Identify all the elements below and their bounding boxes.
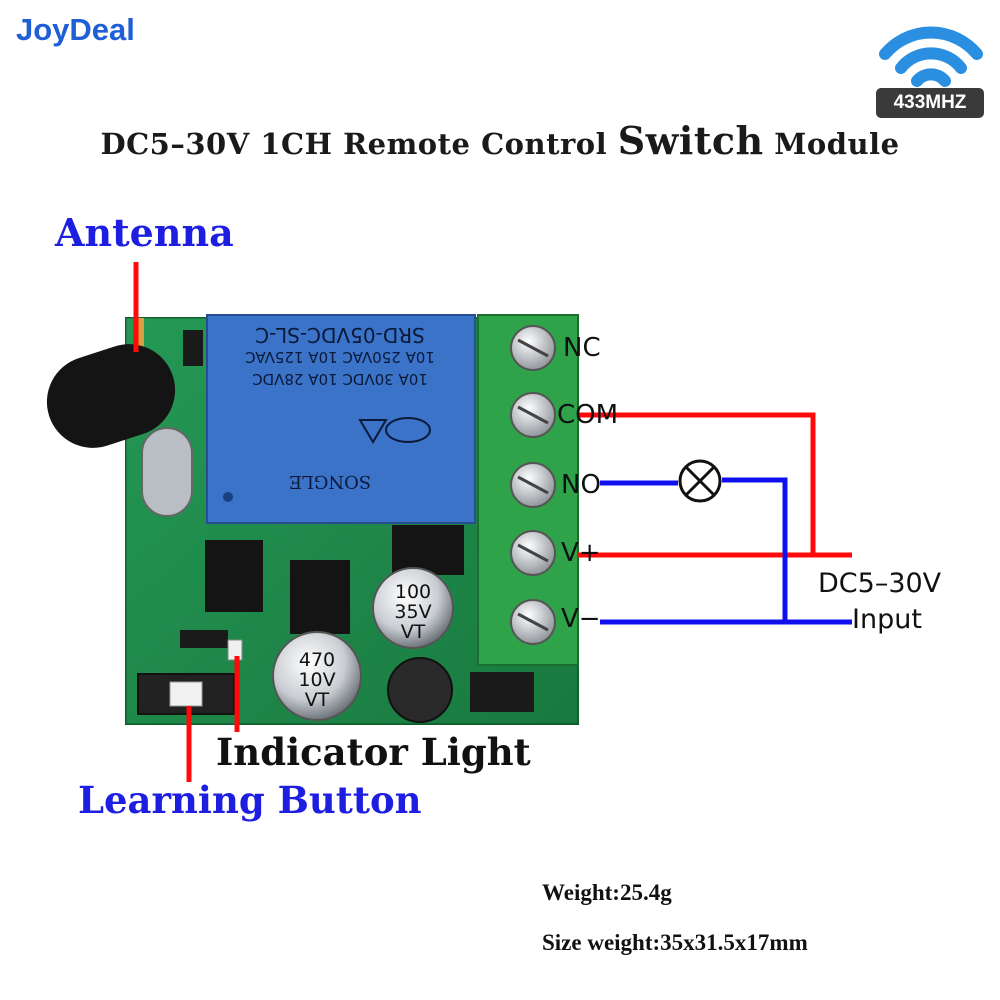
cap-large-value: 100 — [395, 581, 431, 603]
lamp-icon — [678, 459, 722, 503]
spec-weight: Weight:25.4g — [542, 880, 672, 905]
ic-chip-3 — [392, 525, 464, 575]
antenna-coil — [46, 344, 176, 448]
inductor — [387, 657, 453, 723]
wire-lamp-return — [722, 477, 788, 622]
cap-small-value: 470 — [299, 649, 335, 671]
learning-button-cap — [169, 681, 203, 707]
capacitor-100uf — [372, 567, 454, 649]
ic-chip-1 — [205, 540, 263, 612]
title-part1: DC5–30V 1CH Remote Control — [100, 127, 618, 161]
input-label: Input — [852, 604, 922, 635]
relay-model-text: SRD-05VDC-SL-C — [255, 323, 425, 347]
cap-small-series: VT — [305, 689, 330, 711]
relay — [206, 314, 476, 524]
title-emphasis: Switch — [617, 118, 764, 163]
terminal-vplus-label: V+ — [561, 538, 601, 568]
page-title: DC5–30V 1CH Remote Control Switch Module — [0, 118, 1000, 163]
terminal-screws — [510, 325, 556, 645]
relay-rating-2: 10A 30VDC 10A 28VDC — [252, 370, 428, 388]
cap-large-voltage: 35V — [394, 601, 431, 623]
title-part2: Module — [763, 127, 900, 161]
relay-brand: SONGLE — [289, 471, 371, 492]
spec-size: Size weight:35x31.5x17mm — [542, 930, 808, 955]
frequency-badge: 433MHZ — [876, 88, 984, 118]
cap-large-series: VT — [401, 621, 426, 643]
terminal-nc-label: NC — [563, 333, 601, 363]
wifi-icon — [879, 26, 983, 87]
brand-logo: JoyDeal — [16, 12, 135, 47]
ic-chip-2 — [290, 560, 350, 634]
antenna-label: Antenna — [55, 210, 234, 255]
input-voltage-label: DC5–30V — [818, 568, 942, 599]
terminal-vminus-label: V− — [561, 604, 601, 634]
wire-com — [578, 412, 816, 555]
indicator-light-label: Indicator Light — [216, 730, 531, 774]
crystal-oscillator — [141, 427, 193, 517]
capacitor-470uf — [272, 631, 362, 721]
relay-rating-1: 10A 250VAC 10A 125VAC — [245, 348, 435, 366]
terminal-com-label: COM — [557, 400, 619, 430]
terminal-no-label: NO — [561, 470, 601, 500]
learning-button-label: Learning Button — [78, 778, 422, 822]
cap-small-voltage: 10V — [298, 669, 335, 691]
